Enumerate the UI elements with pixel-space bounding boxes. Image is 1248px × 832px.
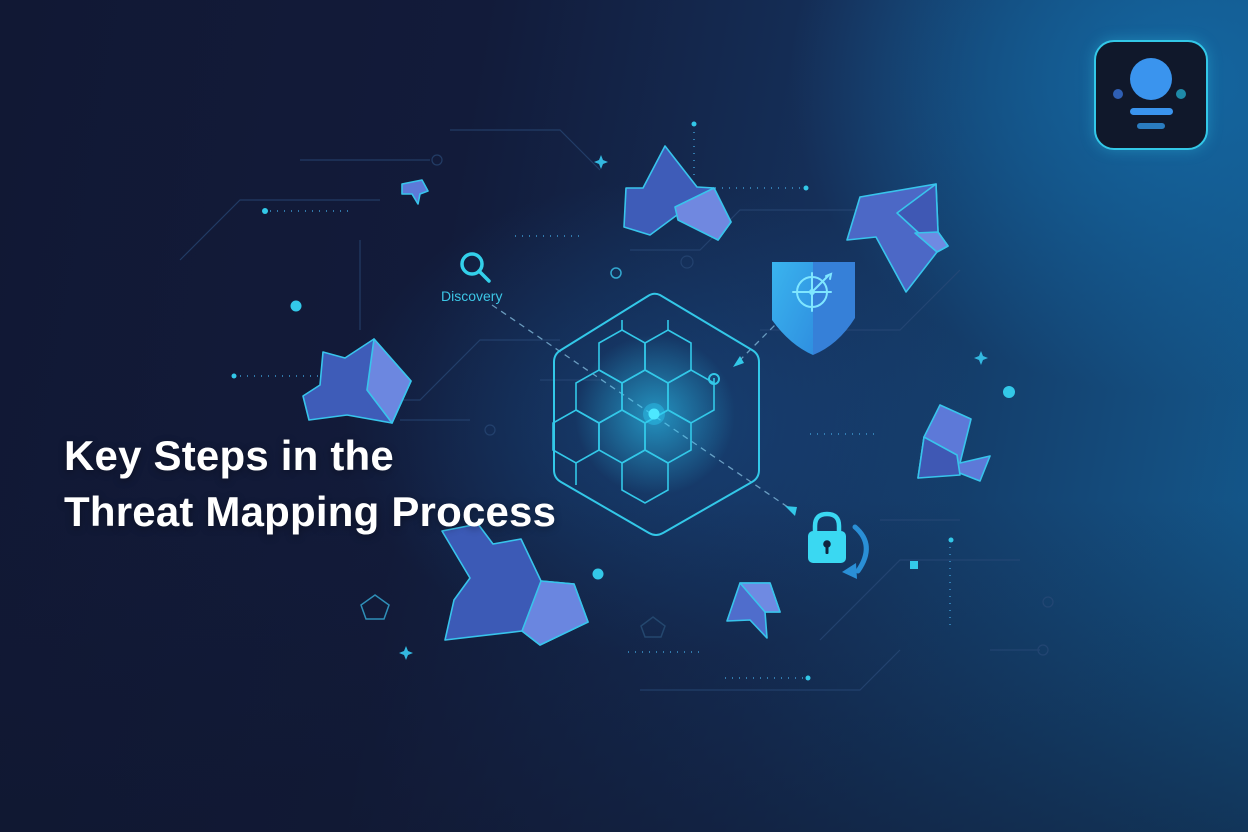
dotted-lines (240, 125, 951, 679)
lightbulb-logo-icon (1113, 58, 1186, 129)
ring-icon (610, 267, 622, 279)
page-title: Key Steps in the Threat Mapping Process (64, 428, 556, 540)
title-line-2: Threat Mapping Process (64, 488, 557, 535)
sparkle-icons (399, 155, 988, 660)
title-line-1: Key Steps in the (64, 432, 394, 479)
pentagon-icon (360, 594, 390, 620)
search-icon (460, 252, 491, 283)
crystal-shards (302, 145, 991, 646)
shard-small (401, 179, 429, 205)
lock-refresh-icon (808, 511, 869, 579)
step-label-discovery: Discovery (441, 288, 503, 304)
hexagon-network-icon (552, 292, 760, 536)
logo-badge (1094, 40, 1208, 150)
shield-target-icon (772, 262, 855, 355)
accent-dots (231, 121, 1015, 681)
